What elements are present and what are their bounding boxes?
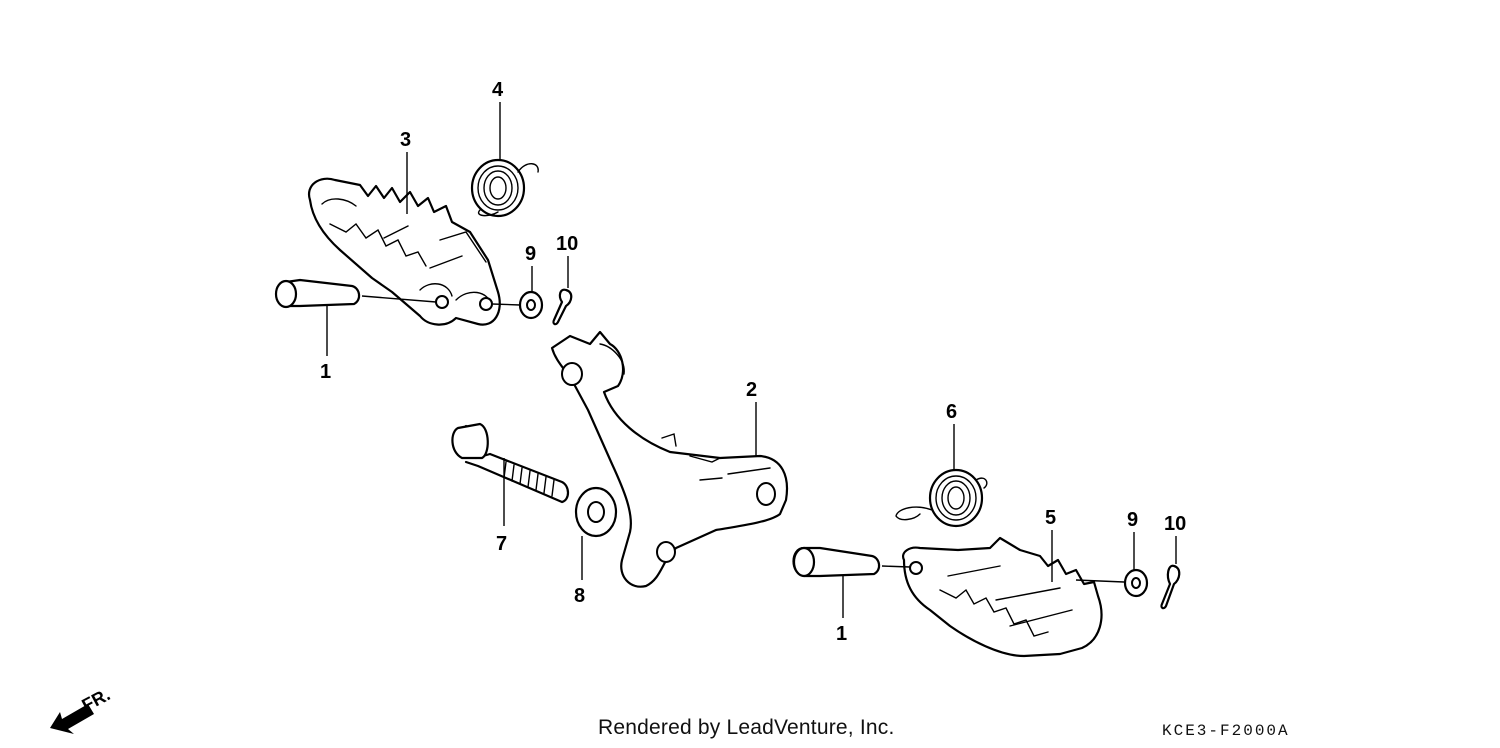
front-arrow-icon [50,704,94,734]
right-footpeg-pin [792,546,911,578]
callout-label: 6 [946,401,957,423]
callout-7: 7 [496,458,507,555]
callout-8: 8 [574,536,585,607]
diagram-code: KCE3-F2000A [1162,722,1290,740]
bracket-bolt [451,422,570,504]
left-footpeg [307,177,501,326]
credit-text: Rendered by LeadVenture, Inc. [598,716,895,739]
callout-1-left: 1 [320,306,331,383]
left-washer [491,290,544,320]
callout-label: 3 [400,129,411,151]
callout-label: 8 [574,585,585,607]
callout-3: 3 [400,129,411,214]
callout-label: 7 [496,533,507,555]
callout-6: 6 [946,401,957,470]
callout-10-right: 10 [1164,513,1186,564]
callout-label: 1 [320,361,331,383]
bracket-washer [574,486,618,538]
right-washer [1075,568,1149,598]
callout-label: 10 [1164,513,1186,535]
left-footpeg-pin [274,278,437,309]
callout-label: 10 [556,233,578,255]
callout-label: 4 [492,79,504,101]
right-footpeg [902,536,1103,658]
callout-2: 2 [746,379,757,456]
callout-1-right: 1 [836,576,847,645]
callout-label: 9 [1127,509,1138,531]
callout-label: 2 [746,379,757,401]
left-cotter-pin [552,288,573,326]
front-indicator: FR. [50,684,113,734]
callout-label: 9 [525,243,536,265]
right-footpeg-spring [895,468,988,528]
callout-10-left: 10 [556,233,578,288]
left-footpeg-spring [470,158,539,218]
callout-label: 5 [1045,507,1056,529]
callout-4: 4 [492,79,504,160]
callout-5: 5 [1045,507,1056,582]
footpeg-bracket [550,330,788,588]
right-cotter-pin [1160,564,1181,610]
callout-9-left: 9 [525,243,536,292]
callout-label: 1 [836,623,847,645]
callout-9-right: 9 [1127,509,1138,570]
